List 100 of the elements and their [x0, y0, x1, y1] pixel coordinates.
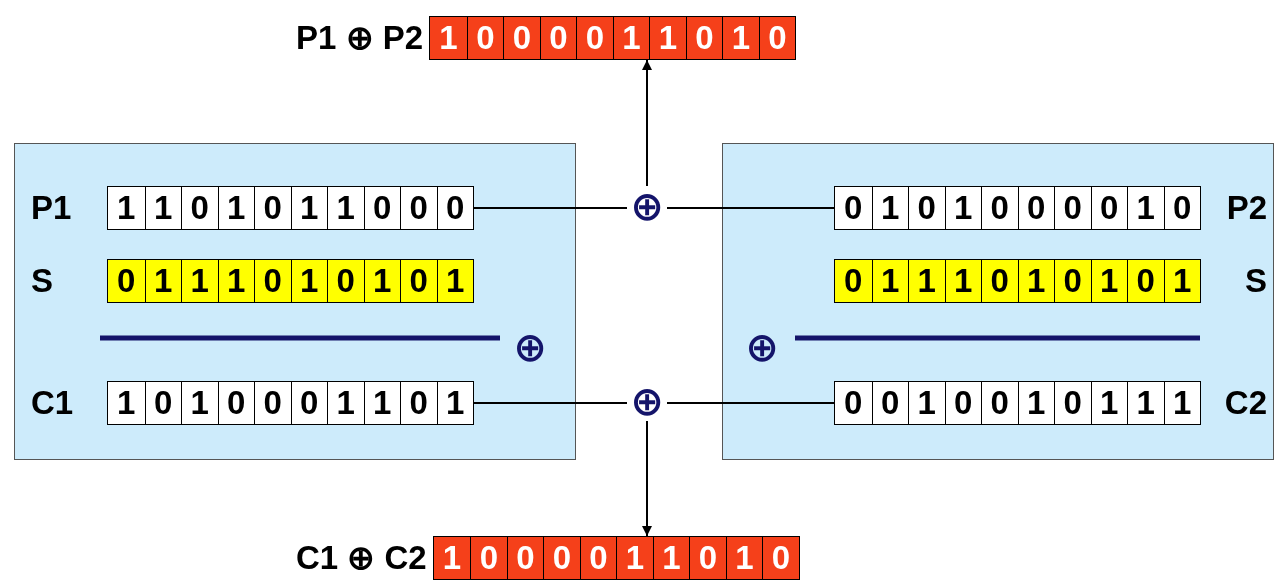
- arrow: [642, 59, 652, 187]
- bit-cell: 1: [181, 260, 218, 302]
- register-label: P1 ⊕ P2: [296, 18, 424, 58]
- bit-cell: 1: [290, 260, 327, 302]
- bit-cell: 1: [1127, 382, 1164, 424]
- bit-cell: 0: [400, 382, 437, 424]
- bit-cell: 0: [835, 187, 872, 229]
- bit-cell: 1: [108, 187, 145, 229]
- bit-cell: 0: [327, 260, 364, 302]
- bit-cell: 0: [576, 17, 613, 59]
- bit-cell: 0: [758, 17, 796, 59]
- bit-cell: 0: [981, 260, 1018, 302]
- bit-cell: 0: [1054, 187, 1091, 229]
- bit-cell: 1: [908, 382, 945, 424]
- bit-cell: 0: [689, 537, 726, 579]
- bit-cell: 1: [1163, 382, 1200, 424]
- bit-cell: 1: [217, 187, 254, 229]
- bit-cell: 1: [1017, 260, 1054, 302]
- bit-cell: 0: [506, 537, 544, 579]
- register-label: C1: [31, 383, 75, 423]
- bit-cell: 0: [908, 187, 945, 229]
- bit-cell: 1: [436, 382, 473, 424]
- bit-cell: 0: [503, 17, 540, 59]
- register-label: C2: [1223, 383, 1267, 423]
- bit-cell: 1: [436, 260, 473, 302]
- bit-cell: 1: [1127, 187, 1164, 229]
- bit-cell: 0: [981, 187, 1018, 229]
- bit-cell: 0: [470, 537, 507, 579]
- bit-cell: 0: [1090, 187, 1127, 229]
- bit-cell: 0: [539, 17, 577, 59]
- bit-cell: 1: [144, 187, 181, 229]
- bit-cell: 1: [108, 382, 145, 424]
- bit-cell: 1: [217, 260, 254, 302]
- register-label: P2: [1225, 188, 1267, 228]
- xor-symbol: ⊕: [512, 327, 548, 367]
- bit-cell: 1: [1090, 382, 1127, 424]
- bit-cell: 0: [981, 382, 1018, 424]
- bit-cell: 1: [649, 17, 686, 59]
- bit-cell: 0: [1127, 260, 1164, 302]
- bit-cell: 1: [652, 537, 690, 579]
- bit-cell: 1: [612, 17, 650, 59]
- bit-cell: 0: [762, 537, 799, 579]
- bit-cell: 0: [835, 382, 872, 424]
- arrow: [642, 420, 652, 537]
- bit-cell: 1: [433, 537, 471, 579]
- register-label: C1 ⊕ C2: [296, 538, 427, 578]
- register-label: S: [31, 261, 54, 301]
- xor-symbol: ⊕: [744, 327, 780, 367]
- bit-cell: 1: [616, 537, 653, 579]
- bit-cell: 0: [144, 382, 181, 424]
- bit-cell: 0: [871, 382, 908, 424]
- bit-cell: 0: [254, 187, 291, 229]
- bit-cell: 0: [254, 260, 291, 302]
- connector-line: [473, 402, 628, 404]
- connector-line: [666, 402, 835, 404]
- bit-cell: 0: [944, 382, 981, 424]
- bit-cell: 1: [944, 260, 981, 302]
- bit-cell: 1: [181, 382, 218, 424]
- bit-cell: 1: [290, 187, 327, 229]
- bit-cell: 0: [835, 260, 872, 302]
- bit-cell: 0: [1054, 382, 1091, 424]
- bit-cell: 0: [579, 537, 617, 579]
- bit-cell: 1: [871, 260, 908, 302]
- connector-line: [473, 207, 628, 209]
- bit-cell: 0: [217, 382, 254, 424]
- bit-cell: 1: [871, 187, 908, 229]
- panel: [14, 143, 576, 460]
- bit-cell: 1: [944, 187, 981, 229]
- bit-cell: 1: [1163, 260, 1200, 302]
- bit-cell: 1: [327, 382, 364, 424]
- bit-cell: 0: [400, 260, 437, 302]
- bit-cell: 0: [400, 187, 437, 229]
- bit-cell: 1: [722, 17, 759, 59]
- register-label: S: [1244, 261, 1267, 301]
- bit-cell: 1: [327, 187, 364, 229]
- bit-cell: 0: [290, 382, 327, 424]
- bit-cell: 0: [1054, 260, 1091, 302]
- panel: [722, 143, 1274, 460]
- bit-cell: 0: [436, 187, 473, 229]
- xor-symbol: ⊕: [627, 186, 667, 226]
- bit-cell: 0: [363, 187, 400, 229]
- bit-cell: 0: [108, 260, 145, 302]
- register-label: P1: [31, 188, 73, 228]
- connector-line: [666, 207, 835, 209]
- bit-cell: 1: [725, 537, 763, 579]
- bit-cell: 1: [1090, 260, 1127, 302]
- bit-cell: 0: [254, 382, 291, 424]
- bit-cell: 1: [1017, 382, 1054, 424]
- bit-cell: 1: [430, 17, 467, 59]
- bit-cell: 1: [908, 260, 945, 302]
- bit-cell: 0: [685, 17, 723, 59]
- xor-symbol: ⊕: [627, 381, 667, 421]
- bit-cell: 1: [363, 260, 400, 302]
- bit-cell: 1: [363, 382, 400, 424]
- bit-cell: 0: [1017, 187, 1054, 229]
- bit-cell: 0: [1163, 187, 1200, 229]
- bit-cell: 0: [466, 17, 504, 59]
- bit-cell: 0: [181, 187, 218, 229]
- bit-cell: 0: [543, 537, 580, 579]
- bit-cell: 1: [144, 260, 181, 302]
